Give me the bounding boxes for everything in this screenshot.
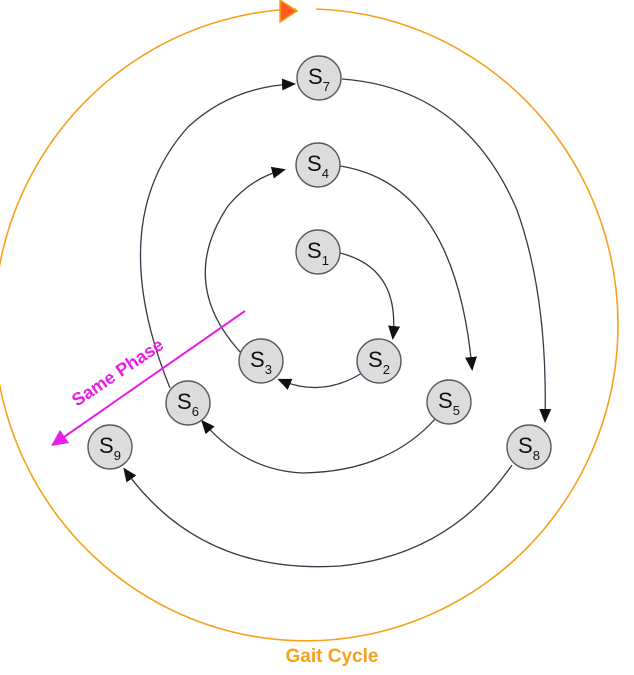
state-circle-s7 bbox=[296, 55, 342, 101]
state-base-s9: S bbox=[99, 433, 114, 458]
same-phase-arrow bbox=[63, 310, 246, 438]
state-sub-s7: 7 bbox=[323, 79, 330, 94]
state-node-s4: S4 bbox=[295, 142, 341, 188]
state-node-s3: S3 bbox=[238, 338, 284, 384]
state-node-s2: S2 bbox=[356, 338, 402, 384]
state-node-s1: S1 bbox=[295, 229, 341, 275]
state-base-s2: S bbox=[368, 347, 383, 372]
state-node-s5: S5 bbox=[426, 379, 472, 425]
state-base-s3: S bbox=[250, 347, 265, 372]
state-base-s6: S bbox=[177, 389, 192, 414]
state-circle-s9 bbox=[87, 424, 133, 470]
transition-s1-s2 bbox=[339, 252, 401, 340]
state-sub-s3: 3 bbox=[265, 362, 272, 377]
state-label-s9: S9 bbox=[99, 433, 121, 463]
transition-s5-s6 bbox=[201, 417, 437, 474]
state-circle-s5 bbox=[426, 379, 472, 425]
state-circle-s6 bbox=[165, 380, 211, 426]
state-circle-s1 bbox=[295, 229, 341, 275]
transition-s4-s5 bbox=[339, 165, 477, 371]
state-label-s3: S3 bbox=[250, 347, 272, 377]
gait-cycle-circle bbox=[0, 8, 619, 642]
state-sub-s5: 5 bbox=[453, 403, 460, 418]
state-base-s5: S bbox=[438, 388, 453, 413]
state-circle-s8 bbox=[506, 424, 552, 470]
state-node-s6: S6 bbox=[165, 380, 211, 426]
state-base-s8: S bbox=[518, 433, 533, 458]
transition-s3-s4 bbox=[204, 166, 286, 356]
transition-s6-s7 bbox=[139, 78, 296, 389]
transition-arrows bbox=[123, 78, 552, 568]
state-label-s6: S6 bbox=[177, 389, 199, 419]
state-label-s4: S4 bbox=[307, 151, 329, 181]
same-phase-arrowhead bbox=[51, 430, 69, 446]
state-label-s7: S7 bbox=[308, 64, 330, 94]
state-sub-s8: 8 bbox=[533, 448, 540, 463]
state-circle-s4 bbox=[295, 142, 341, 188]
state-base-s4: S bbox=[307, 151, 322, 176]
state-node-s8: S8 bbox=[506, 424, 552, 470]
state-sub-s1: 1 bbox=[322, 253, 329, 268]
state-circle-s2 bbox=[356, 338, 402, 384]
state-sub-s4: 4 bbox=[322, 166, 329, 181]
gait-cycle-label: Gait Cycle bbox=[286, 646, 379, 667]
state-label-s1: S1 bbox=[307, 238, 329, 268]
state-circle-s3 bbox=[238, 338, 284, 384]
state-label-s8: S8 bbox=[518, 433, 540, 463]
transition-s8-s9 bbox=[123, 464, 513, 568]
state-sub-s6: 6 bbox=[192, 404, 199, 419]
transition-s2-s3 bbox=[277, 372, 363, 390]
state-label-s5: S5 bbox=[438, 388, 460, 418]
state-sub-s9: 9 bbox=[114, 448, 121, 463]
state-node-s9: S9 bbox=[87, 424, 133, 470]
state-label-s2: S2 bbox=[368, 347, 390, 377]
transition-s7-s8 bbox=[341, 78, 552, 423]
state-base-s7: S bbox=[308, 64, 323, 89]
state-sub-s2: 2 bbox=[383, 362, 390, 377]
state-base-s1: S bbox=[307, 238, 322, 263]
gait-cycle-arrowhead bbox=[279, 0, 299, 24]
state-node-s7: S7 bbox=[296, 55, 342, 101]
